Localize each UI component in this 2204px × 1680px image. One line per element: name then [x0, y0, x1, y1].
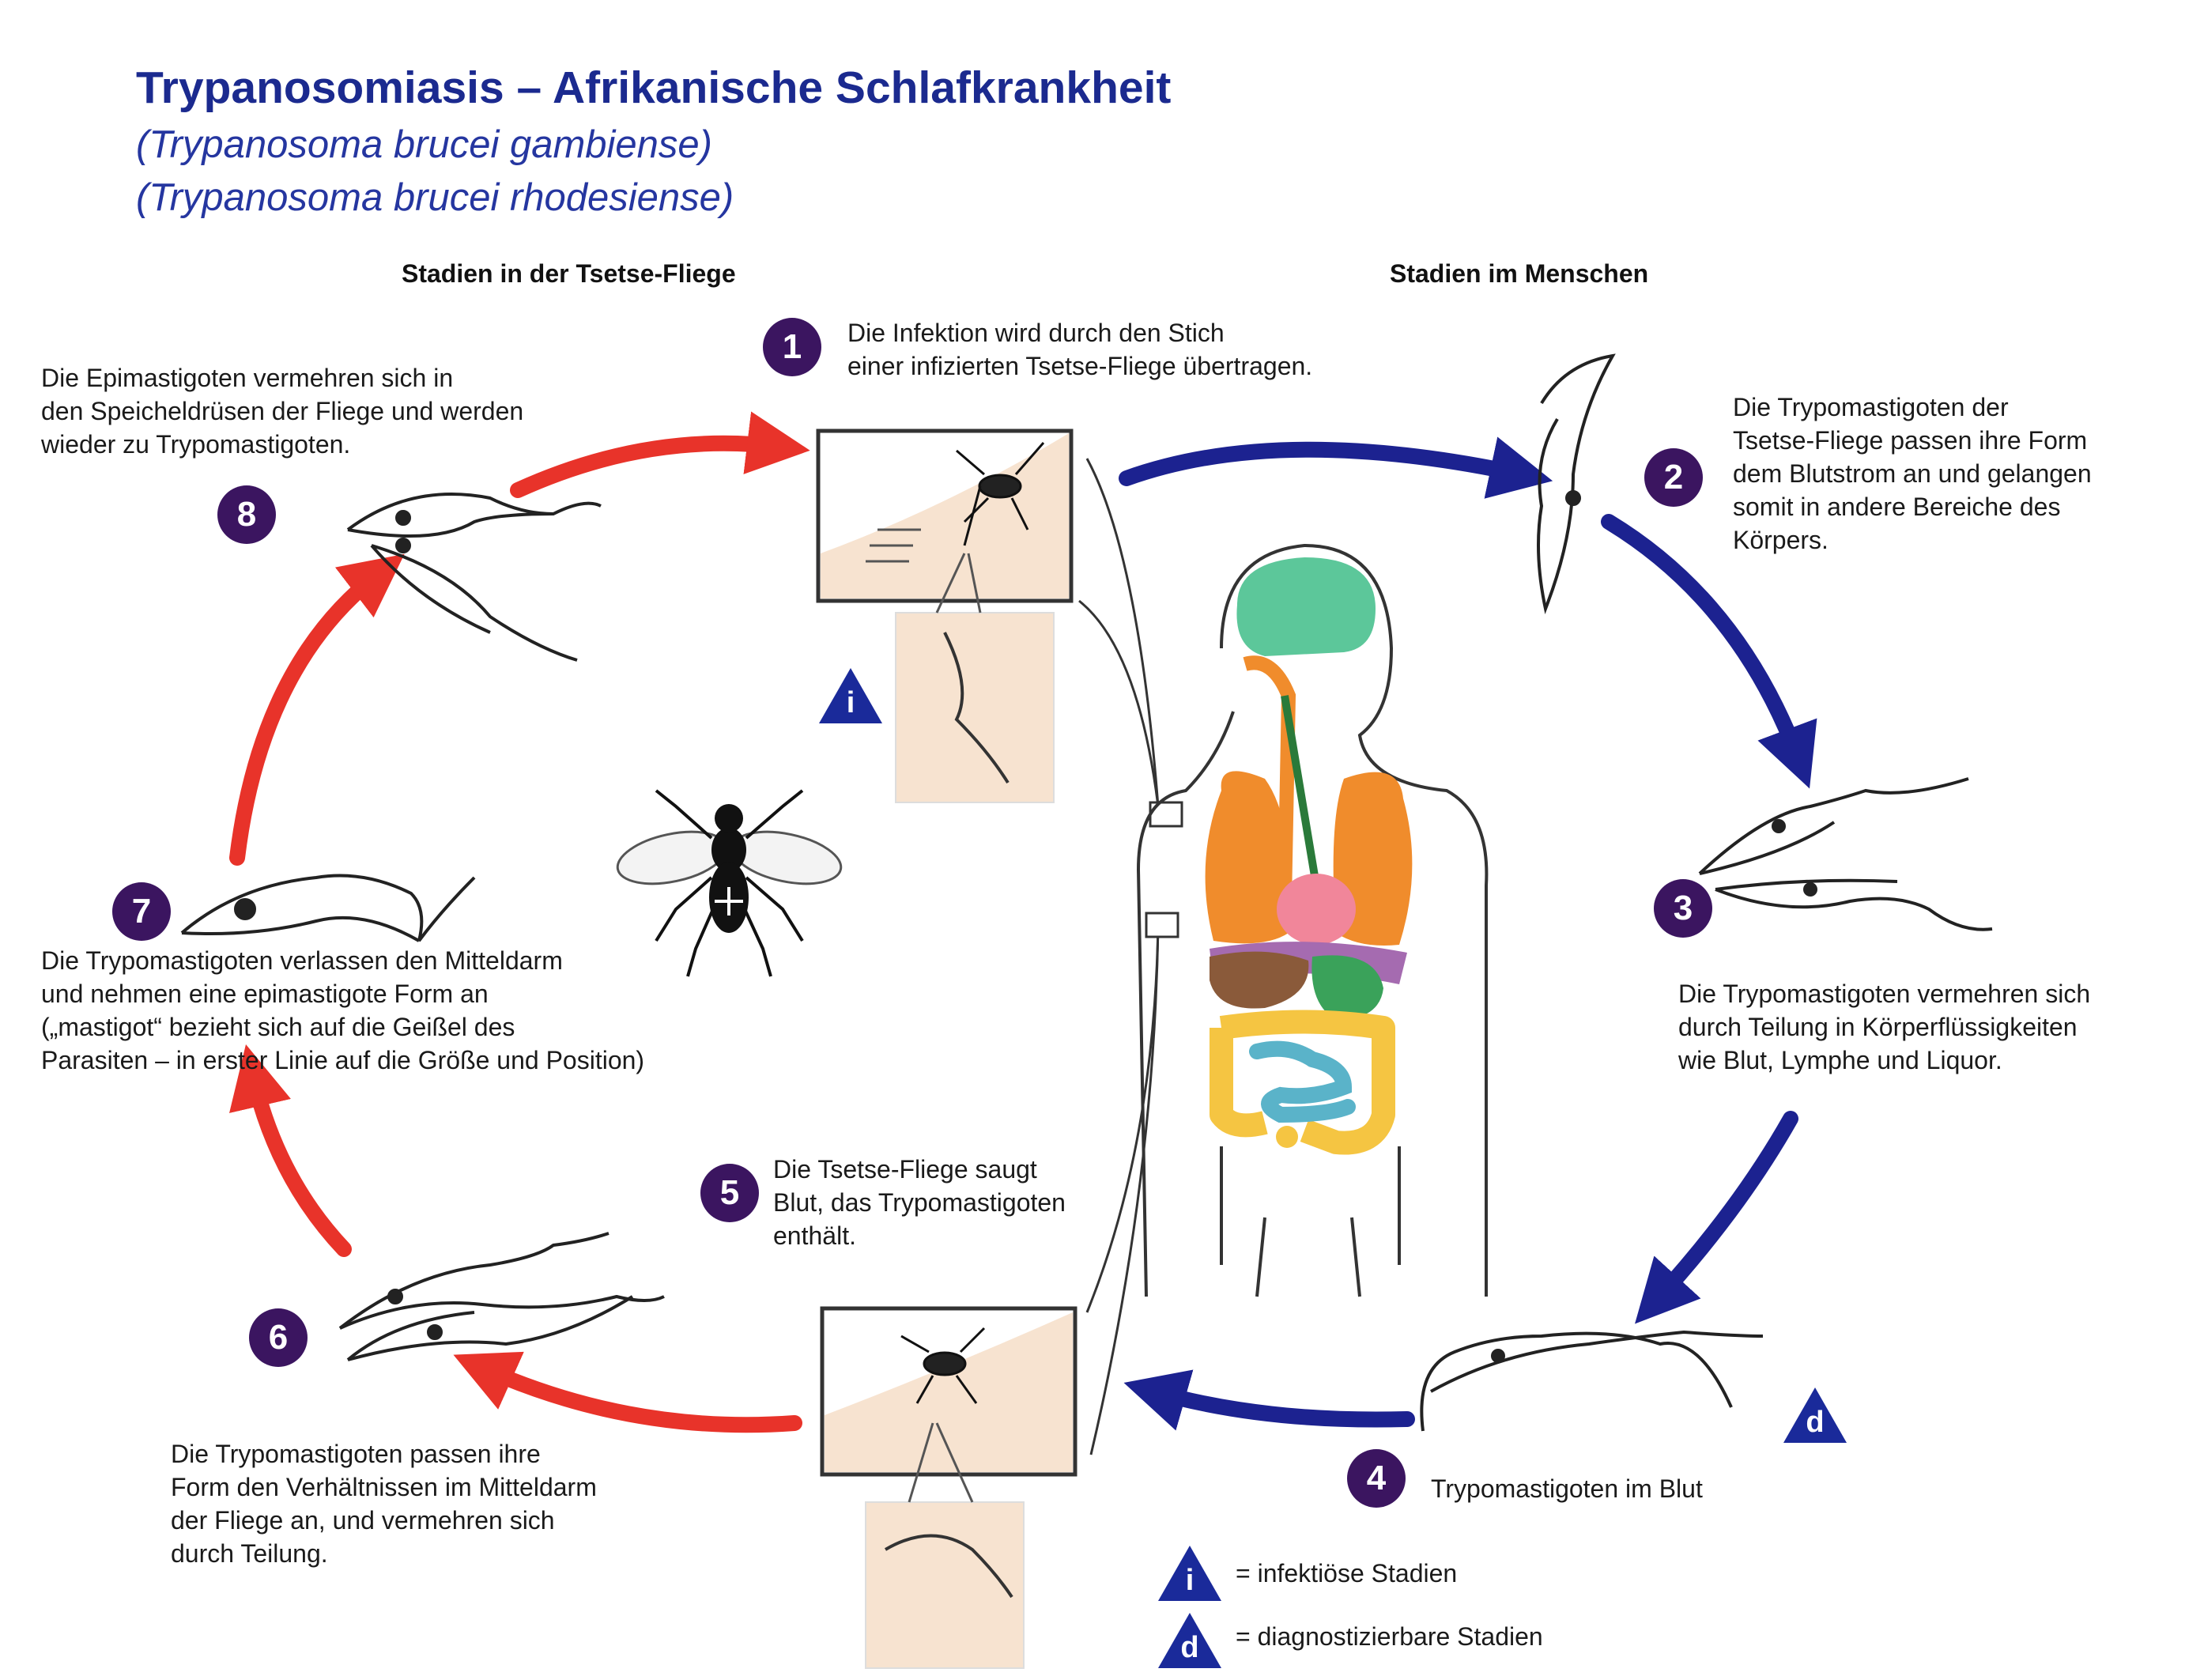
step-8-badge: 8: [217, 485, 276, 544]
liver: [1210, 951, 1309, 1009]
bite-inset-top: [816, 428, 1074, 803]
lung-left: [1205, 771, 1290, 944]
tsetse-fly-icon: [616, 789, 843, 977]
arrow-4-to-5: [1123, 1369, 1415, 1431]
parasites: [180, 353, 1993, 1432]
tsetse-fly-biting-bottom: [900, 1327, 986, 1404]
trypomastigote-stage-3: [1698, 777, 1993, 931]
step-4-badge: 4: [1347, 1449, 1406, 1508]
header-fly-stages: Stadien in der Tsetse-Fliege: [402, 259, 736, 288]
trachea: [1243, 655, 1296, 902]
step-3-badge: 3: [1654, 879, 1712, 938]
small-intestine: [1249, 1040, 1356, 1123]
human-cycle-arrows: [1119, 436, 1817, 1431]
heart: [1277, 874, 1356, 945]
arrow-6-to-7: [229, 1044, 352, 1257]
step-6-badge: 6: [249, 1308, 308, 1367]
legend-infective-symbol: i: [1185, 1564, 1194, 1597]
step-2-badge: 2: [1644, 448, 1703, 507]
step-8-text: Die Epimastigoten vermehren sich in den …: [41, 364, 524, 459]
step-5-text: Die Tsetse-Fliege saugt Blut, das Trypom…: [773, 1155, 1066, 1250]
step-7-text: Die Trypomastigoten verlassen den Mittel…: [41, 946, 645, 1074]
arrow-3-to-4: [1635, 1111, 1798, 1324]
diagnostic-marker-label: d: [1806, 1406, 1825, 1439]
legend-diagnostic-symbol: d: [1180, 1631, 1199, 1664]
human-body: [1136, 543, 1489, 1297]
trypomastigote-stage-6: [338, 1232, 665, 1361]
step-5-badge: 5: [700, 1164, 759, 1222]
legend-diagnostic-triangle-icon: [1158, 1613, 1221, 1668]
epimastigote-stage-8: [346, 493, 602, 662]
header-human-stages: Stadien im Menschen: [1390, 259, 1649, 288]
legend-diagnostic-text: = diagnostizierbare Stadien: [1236, 1622, 1543, 1651]
step-7-badge: 7: [112, 882, 171, 941]
epimastigote-stage-7: [180, 874, 476, 942]
arrow-1-to-2: [1119, 436, 1553, 499]
brain: [1236, 557, 1376, 656]
arrow-8-to-1: [510, 411, 810, 498]
subtitle-gambiense: (Trypanosoma brucei gambiense): [136, 123, 712, 166]
infective-marker-label: i: [846, 686, 855, 719]
esophagus: [1281, 695, 1324, 910]
page-title: Trypanosomiasis – Afrikanische Schlafkra…: [136, 62, 1172, 113]
stomach: [1311, 955, 1383, 1020]
tsetse-fly-biting-top: [956, 442, 1045, 546]
step-4-text: Trypomastigoten im Blut: [1431, 1474, 1703, 1503]
trypomastigote-stage-2: [1537, 353, 1616, 614]
infective-marker-icon: [819, 668, 882, 723]
fly-cycle-arrows: [229, 411, 810, 1433]
step-2-text: Die Trypomastigoten der Tsetse-Fliege pa…: [1733, 393, 2092, 554]
arrow-7-to-8: [229, 553, 405, 866]
body-outline: [1136, 543, 1489, 1297]
connector-lines: [1078, 458, 1183, 1455]
legend-infective-triangle-icon: [1158, 1546, 1221, 1601]
arrow-2-to-3: [1601, 514, 1817, 789]
diagnostic-marker-icon: [1783, 1387, 1847, 1443]
bite-inset-bottom: [820, 1306, 1077, 1669]
step-3-text: Die Trypomastigoten vermehren sich durch…: [1678, 980, 2091, 1074]
trypomastigote-stage-4: [1420, 1330, 1764, 1432]
large-intestine: [1210, 1010, 1395, 1155]
subtitle-rhodesiense: (Trypanosoma brucei rhodesiense): [136, 176, 734, 219]
appendix: [1276, 1126, 1298, 1148]
step-1-badge: 1: [763, 318, 821, 376]
legend-infective-text: = infektiöse Stadien: [1236, 1559, 1458, 1588]
step-6-text: Die Trypomastigoten passen ihre Form den…: [171, 1440, 597, 1568]
arrow-5-to-6: [453, 1351, 802, 1433]
step-1-text: Die Infektion wird durch den Stich einer…: [847, 319, 1313, 380]
